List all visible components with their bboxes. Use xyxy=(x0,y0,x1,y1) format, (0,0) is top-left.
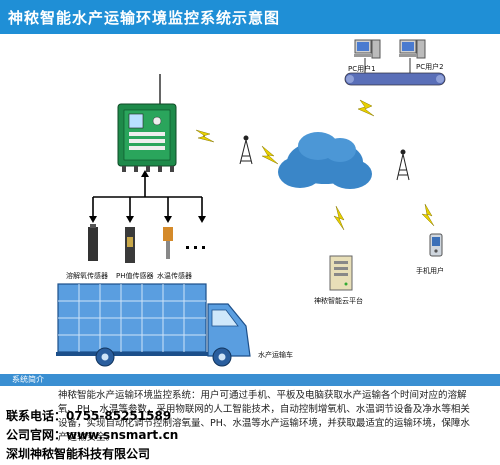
intro-heading-bar: 系统简介 xyxy=(0,374,500,386)
more-sensors-dots xyxy=(186,246,205,249)
pc1-computer-icon xyxy=(354,39,381,73)
tower-1-icon xyxy=(239,135,253,165)
wireless-signal-icons xyxy=(195,99,435,231)
do-sensor-icon xyxy=(88,224,98,261)
contact-phone: 联系电话：0755-85251589 xyxy=(6,409,172,423)
internet-cloud-icon xyxy=(278,132,372,189)
system-diagram: PC用户1 PC用户2 Intent 手机用户 神秾智能云平台 溶解氧传感器 P… xyxy=(0,34,500,374)
sensor-label-ph: PH值传感器 xyxy=(116,272,154,280)
tower-2-icon xyxy=(396,149,410,181)
contact-website[interactable]: 公司官网：www.snsmart.cn xyxy=(6,428,179,442)
pc-user1-label: PC用户1 xyxy=(348,65,376,73)
phone-user-label: 手机用户 xyxy=(416,267,444,275)
pc2-computer-icon xyxy=(399,39,426,73)
cloud-platform-label: 神秾智能云平台 xyxy=(314,297,363,305)
pc-user2-label: PC用户2 xyxy=(416,63,444,71)
cloud-label: Intent xyxy=(312,194,347,205)
sensor-label-do: 溶解氧传感器 xyxy=(66,272,108,280)
title-bar: 神秾智能水产运输环境监控系统示意图 xyxy=(0,0,500,34)
network-switch xyxy=(344,72,446,86)
page-title: 神秾智能水产运输环境监控系统示意图 xyxy=(8,9,281,27)
server-icon xyxy=(329,255,353,291)
sensor-label-temp: 水温传感器 xyxy=(157,272,192,280)
intro-text: 神秾智能水产运输环境监控系统：用户可通过手机、平板及电脑获取水产运输各个时间对应… xyxy=(58,390,470,443)
sensor-arrows xyxy=(89,170,206,223)
controller-device-icon xyxy=(117,74,177,172)
diagram-graphics xyxy=(56,39,446,367)
phone-icon xyxy=(429,233,443,257)
company-name: 深圳神秾智能科技有限公司 xyxy=(6,447,151,461)
temp-sensor-icon xyxy=(163,227,173,259)
truck-icon xyxy=(56,283,251,367)
ph-sensor-icon xyxy=(125,227,135,263)
truck-label: 水产运输车 xyxy=(258,351,293,359)
intro-heading: 系统简介 xyxy=(12,375,44,384)
sensor-bus-lines xyxy=(92,174,203,219)
